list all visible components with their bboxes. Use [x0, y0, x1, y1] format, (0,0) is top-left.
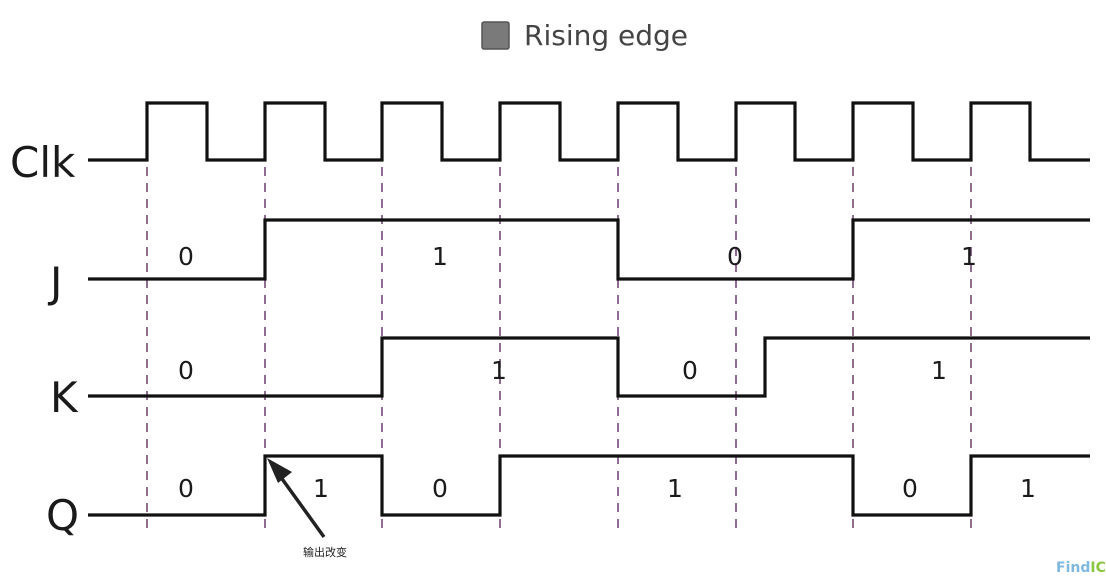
- arrow-line: [278, 474, 326, 539]
- k-value-label: 1: [491, 356, 507, 385]
- arrow-head-icon: [267, 458, 292, 483]
- watermark-logo: FindIC: [1056, 560, 1106, 576]
- legend-label: Rising edge: [524, 19, 688, 52]
- svg-text:FindIC: FindIC: [1056, 560, 1106, 576]
- k-waveform: [88, 336, 1090, 398]
- j-waveform: [88, 218, 1090, 281]
- j-value-label: 1: [432, 242, 448, 271]
- k-label: K: [50, 373, 79, 422]
- k-value-label: 0: [178, 356, 194, 385]
- watermark-text-b: IC: [1090, 560, 1105, 576]
- q-value-label: 0: [178, 474, 194, 503]
- j-value-label: 0: [727, 242, 743, 271]
- q-label: Q: [46, 491, 79, 540]
- q-value-label: 1: [1020, 474, 1036, 503]
- annotation-text: 输出改变: [303, 545, 347, 559]
- watermark-text-a: Find: [1056, 560, 1090, 576]
- output-change-annotation: 输出改变: [267, 458, 347, 559]
- q-value-label: 1: [667, 474, 683, 503]
- j-signal: J 0 1 0 1: [47, 218, 1090, 307]
- clk-label: Clk: [10, 138, 76, 187]
- q-value-label: 1: [313, 474, 329, 503]
- j-value-label: 0: [178, 242, 194, 271]
- clk-waveform: [88, 101, 1090, 162]
- legend: Rising edge: [481, 19, 688, 52]
- k-value-label: 0: [682, 356, 698, 385]
- q-waveform: [88, 454, 1090, 517]
- rising-edge-lines: [146, 103, 972, 530]
- j-value-label: 1: [961, 242, 977, 271]
- legend-swatch: [481, 21, 510, 50]
- q-value-label: 0: [432, 474, 448, 503]
- k-signal: K 0 1 0 1: [50, 336, 1090, 422]
- j-label: J: [47, 258, 62, 307]
- q-value-label: 0: [902, 474, 918, 503]
- k-value-label: 1: [931, 356, 947, 385]
- q-signal: Q 0 1 0 1 0 1: [46, 454, 1090, 540]
- clk-signal: Clk: [10, 101, 1090, 187]
